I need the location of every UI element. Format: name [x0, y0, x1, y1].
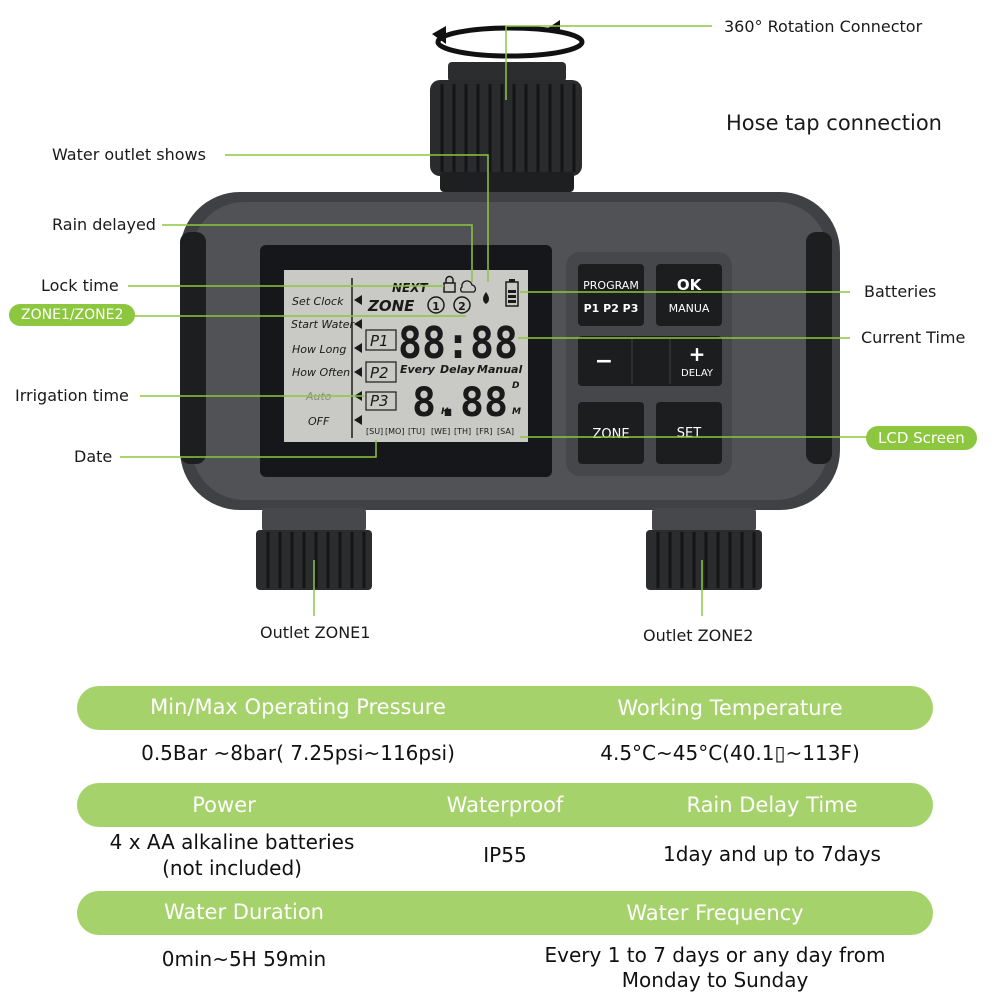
spec-head-power: Power [192, 793, 256, 817]
spec-value-water-duration: 0min~5H 59min [161, 947, 327, 971]
spec-value-power-line1: 4 x AA alkaline batteries [109, 830, 355, 854]
callout-rotation-connector: 360° Rotation Connector [724, 17, 923, 36]
lcd-menu-how-often: How Often [292, 366, 350, 379]
lcd-manual: Manual [477, 363, 522, 376]
set-button[interactable]: SET [656, 402, 722, 464]
lcd-unit-h: H [441, 407, 449, 417]
lcd-p2: P2 [370, 364, 389, 382]
program-button-label: PROGRAM [583, 279, 639, 292]
lcd-unit-m: M [512, 407, 521, 417]
lcd-menu-start-water: Start Water [291, 318, 355, 331]
callout-outlet-zone2: Outlet ZONE2 [643, 626, 754, 645]
lcd-arrow-markers [354, 295, 362, 425]
spec-value-temperature: 4.5°C~45°C(40.1▯~113F) [600, 741, 860, 765]
spec-head-water-duration: Water Duration [164, 900, 324, 924]
minus-plus-rocker[interactable]: − + DELAY [578, 336, 722, 386]
outlet-zone1-fitting [256, 508, 372, 590]
water-drop-icon [483, 292, 489, 304]
callout-lock-time: Lock time [41, 276, 119, 295]
spec-value-frequency-line2: Monday to Sunday [621, 968, 809, 992]
lcd-zone1-circle [427, 296, 445, 314]
spec-head-water-frequency: Water Frequency [626, 901, 804, 925]
battery-icon [505, 279, 519, 307]
callout-current-time: Current Time [861, 328, 966, 347]
zone-button-label: ZONE [592, 427, 629, 442]
lcd-menu-set-clock: Set Clock [292, 295, 344, 308]
spec-value-pressure: 0.5Bar ~8bar( 7.25psi~116psi) [141, 741, 455, 765]
callout-lines [120, 25, 870, 616]
zone-button[interactable]: ZONE [578, 402, 644, 464]
lcd-day-tu: [TU] [408, 427, 425, 436]
lcd-zone2-circle [453, 296, 471, 314]
spec-head-rain-delay: Rain Delay Time [686, 793, 858, 817]
callout-rain-delayed: Rain delayed [52, 215, 156, 234]
spec-value-power-line2: (not included) [162, 856, 302, 880]
program-button-sub: P1 P2 P3 [584, 302, 639, 315]
spec-head-pressure: Min/Max Operating Pressure [150, 695, 446, 719]
callout-batteries: Batteries [864, 282, 937, 301]
lock-icon [443, 275, 456, 293]
lcd-day-row: [SU] [MO] [TU] [WE] [TH] [FR] [SA] [366, 427, 514, 436]
spec-value-waterproof: IP55 [483, 843, 527, 867]
lcd-day-th: [TH] [454, 427, 471, 436]
spec-value-frequency-line1: Every 1 to 7 days or any day from [544, 943, 886, 967]
lcd-every: Every [400, 363, 436, 376]
device-illustration: Set Clock Start Water How Long How Often… [120, 20, 870, 616]
spec-value-rain-delay: 1day and up to 7days [663, 842, 881, 866]
lcd-p3: P3 [370, 392, 389, 410]
lcd-irrigation-digits: 8.88 [412, 380, 508, 426]
lcd-zone-label: ZONE [367, 297, 415, 315]
callout-irrigation-time: Irrigation time [15, 386, 129, 405]
lcd-menu-how-long: How Long [292, 343, 346, 356]
program-button[interactable]: PROGRAM P1 P2 P3 [578, 264, 644, 326]
spec-bar-row3 [77, 891, 933, 935]
lcd-unit-d: D [512, 381, 520, 391]
set-button-label: SET [677, 426, 701, 441]
lcd-day-sa: [SA] [497, 427, 514, 436]
callout-zone-pill: ZONE1/ZONE2 [9, 304, 136, 326]
spec-head-temperature: Working Temperature [617, 696, 843, 720]
outlet-zone2-fitting [646, 508, 762, 590]
spec-bar-row2 [77, 783, 933, 827]
lcd-menu-off: OFF [308, 415, 330, 428]
lcd-delay: Delay [440, 363, 475, 376]
rain-delay-icon [460, 280, 477, 293]
lcd-zone2-num: 2 [458, 300, 466, 313]
plus-button-label: + [689, 342, 706, 366]
lcd-zone1-num: 1 [432, 300, 440, 313]
callout-lcd-screen: LCD Screen [866, 426, 977, 450]
minus-button-label: − [595, 349, 613, 374]
lcd-day-we: [WE] [431, 427, 450, 436]
callout-hose-tap: Hose tap connection [726, 111, 942, 135]
hose-connector [430, 62, 582, 192]
lcd-p1: P1 [370, 332, 389, 350]
callout-outlet-zone1: Outlet ZONE1 [260, 623, 371, 642]
spec-head-waterproof: Waterproof [446, 793, 564, 817]
lcd-day-mo: [MO] [385, 427, 404, 436]
ok-button-label: OK [677, 276, 703, 294]
callout-water-outlet: Water outlet shows [52, 145, 206, 164]
lcd-current-time: 88:88 [398, 318, 518, 369]
rotation-arrow-icon [432, 20, 585, 59]
callout-date: Date [74, 447, 113, 466]
lcd-day-su: [SU] [366, 427, 383, 436]
ok-manual-button[interactable]: OK MANUA [656, 264, 722, 326]
spec-bar-row1 [77, 686, 933, 730]
manua-button-label: MANUA [669, 302, 710, 315]
lcd-day-fr: [FR] [476, 427, 492, 436]
lcd-next: NEXT [392, 281, 428, 295]
delay-button-label: DELAY [681, 368, 714, 379]
